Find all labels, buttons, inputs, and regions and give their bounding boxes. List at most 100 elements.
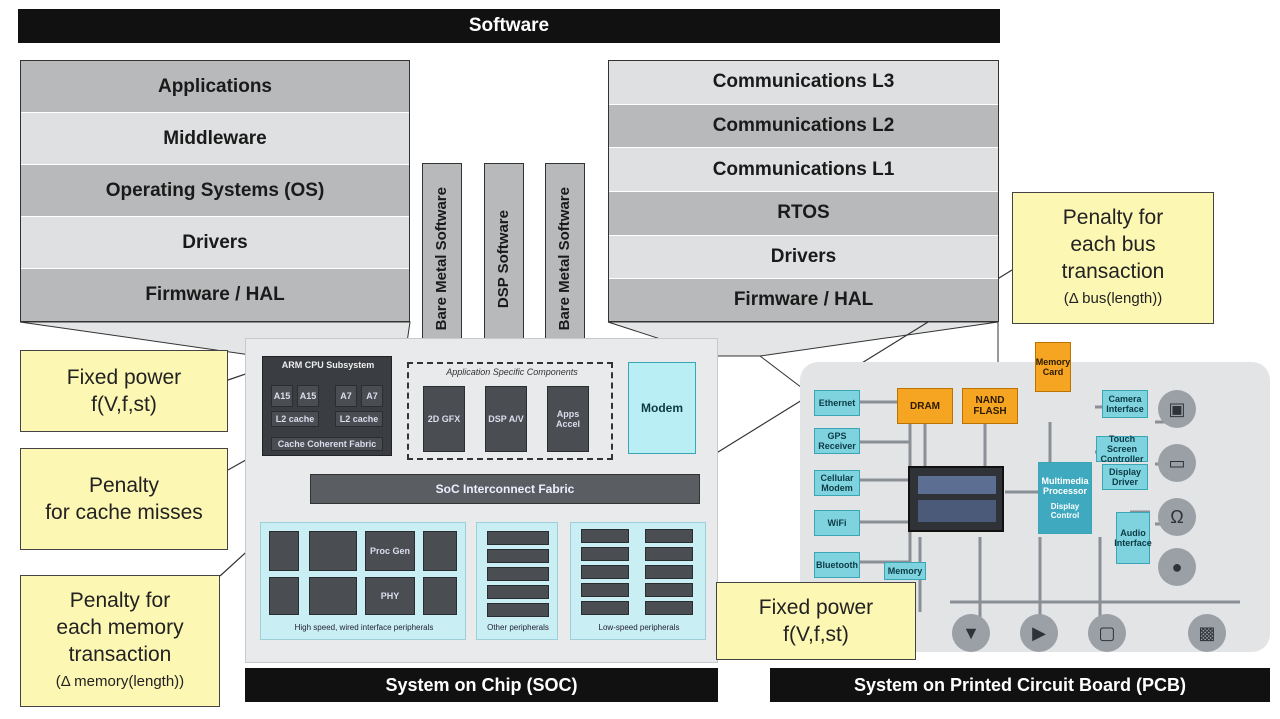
low-speed-peripherals: Low-speed peripherals	[570, 522, 706, 640]
ls-block-5	[581, 601, 629, 615]
other-block-1	[487, 531, 549, 545]
callout-bus-transaction: Penalty for each bus transaction (Δ bus(…	[1012, 192, 1214, 324]
ls-block-1	[581, 529, 629, 543]
software-banner: Software	[18, 9, 1000, 43]
ls-block-10	[645, 601, 693, 615]
layer-operating-systems: Operating Systems (OS)	[21, 165, 409, 217]
soc-banner-label: System on Chip (SOC)	[385, 674, 578, 695]
video-camera-icon: ▶	[1020, 614, 1058, 652]
callout-bus-line3: transaction	[1061, 260, 1165, 283]
cpu-core-a7-1: A7	[335, 385, 357, 407]
software-banner-label: Software	[468, 15, 550, 36]
pcb-bluetooth: Bluetooth	[814, 552, 860, 578]
callout-memory-line1: Penalty for	[69, 589, 171, 612]
callout-fixed-power-periph-title: Fixed power	[758, 596, 874, 619]
pcb-soc-die-2	[918, 500, 996, 522]
high-speed-peripherals: Proc Gen PHY High speed, wired interface…	[260, 522, 466, 640]
dsp-software-column: DSP Software	[484, 163, 524, 355]
ls-block-8	[645, 565, 693, 579]
ls-block-4	[581, 583, 629, 597]
callout-fixed-power-cpu-title: Fixed power	[66, 366, 182, 389]
left-software-stack: Applications Middleware Operating System…	[20, 60, 410, 322]
callout-fixed-power-cpu-formula: f(V,f,st)	[91, 393, 157, 416]
ls-block-9	[645, 583, 693, 597]
hs-block-phy: PHY	[365, 577, 415, 615]
bare-metal-software-label-2: Bare Metal Software	[556, 187, 573, 331]
ls-block-6	[645, 529, 693, 543]
pcb-ethernet: Ethernet	[814, 390, 860, 416]
layer-middleware: Middleware	[21, 113, 409, 165]
display-control-label: Display Control	[1050, 502, 1080, 520]
modem-block: Modem	[628, 362, 696, 454]
other-peripherals: Other peripherals	[476, 522, 558, 640]
multimedia-processor-label: Multimedia Processor	[1041, 476, 1089, 496]
callout-memory-line2: each memory	[56, 616, 184, 639]
hs-block-6	[309, 577, 357, 615]
cpu-core-a15-2: A15	[297, 385, 319, 407]
pcb-display-driver: Display Driver	[1102, 464, 1148, 490]
hs-block-4	[423, 531, 457, 571]
laptop-icon: ▩	[1188, 614, 1226, 652]
dsp-software-label: DSP Software	[495, 209, 512, 309]
layer-firmware-hal-right: Firmware / HAL	[609, 279, 998, 322]
callout-cache-misses: Penalty for cache misses	[20, 448, 228, 550]
headphones-icon: Ω	[1158, 498, 1196, 536]
nand-flash-block: NAND FLASH	[962, 388, 1018, 424]
asc-title: Application Specific Components	[446, 367, 578, 377]
joystick-icon: ▼	[952, 614, 990, 652]
callout-memory-delta: (Δ memory(length))	[55, 673, 185, 690]
microphone-icon: ●	[1158, 548, 1196, 586]
bare-metal-software-column-1: Bare Metal Software	[422, 163, 462, 355]
asc-apps-accel: Apps Accel	[547, 386, 589, 452]
other-block-5	[487, 603, 549, 617]
cpu-subsystem: ARM CPU Subsystem A15 A15 A7 A7 L2 cache…	[262, 356, 392, 456]
callout-fixed-power-cpu: Fixed power f(V,f,st)	[20, 350, 228, 432]
pcb-gps-receiver: GPS Receiver	[814, 428, 860, 454]
callout-memory-transaction: Penalty for each memory transaction (Δ m…	[20, 575, 220, 707]
asc-dsp-av: DSP A/V	[485, 386, 527, 452]
layer-communications-l2: Communications L2	[609, 104, 998, 149]
application-specific-components: Application Specific Components 2D GFX D…	[407, 362, 613, 460]
callout-cache-misses-line2: for cache misses	[45, 501, 203, 524]
hs-block-1	[269, 531, 299, 571]
pcb-cellular-modem: Cellular Modem	[814, 470, 860, 496]
cache-coherent-fabric: Cache Coherent Fabric	[271, 437, 383, 451]
other-block-2	[487, 549, 549, 563]
monitor-icon: ▢	[1088, 614, 1126, 652]
other-peripherals-label: Other peripherals	[487, 623, 549, 632]
camera-icon: ▣	[1158, 390, 1196, 428]
soc-banner: System on Chip (SOC)	[245, 668, 718, 702]
pcb-audio-interface: Audio Interface	[1114, 512, 1152, 564]
ls-block-3	[581, 565, 629, 579]
callout-bus-line1: Penalty for	[1062, 206, 1164, 229]
hs-block-3: Proc Gen	[365, 531, 415, 571]
l2-cache-1: L2 cache	[271, 411, 319, 427]
layer-drivers-right: Drivers	[609, 235, 998, 280]
pcb-soc-die-1	[918, 476, 996, 494]
memory-card-block: Memory Card	[1035, 342, 1071, 392]
low-speed-peripherals-label: Low-speed peripherals	[598, 623, 680, 632]
callout-bus-delta: (Δ bus(length))	[1063, 290, 1163, 307]
asc-2d-gfx: 2D GFX	[423, 386, 465, 452]
pcb-camera-interface: Camera Interface	[1102, 390, 1148, 418]
callout-cache-misses-line1: Penalty	[88, 474, 160, 497]
ls-block-2	[581, 547, 629, 561]
pcb-banner: System on Printed Circuit Board (PCB)	[770, 668, 1270, 702]
bare-metal-software-column-2: Bare Metal Software	[545, 163, 585, 355]
layer-rtos: RTOS	[609, 192, 998, 236]
hs-block-2	[309, 531, 357, 571]
layer-communications-l1: Communications L1	[609, 148, 998, 193]
other-block-4	[487, 585, 549, 599]
callout-fixed-power-peripherals: Fixed power f(V,f,st)	[716, 582, 916, 660]
ls-block-7	[645, 547, 693, 561]
display-icon: ▭	[1158, 444, 1196, 482]
soc-interconnect-fabric: SoC Interconnect Fabric	[310, 474, 700, 504]
interconnect-label: SoC Interconnect Fabric	[435, 482, 575, 496]
pcb-soc-chip	[908, 466, 1004, 532]
hs-block-8	[423, 577, 457, 615]
callout-fixed-power-periph-formula: f(V,f,st)	[783, 623, 849, 646]
right-software-stack: Communications L3 Communications L2 Comm…	[608, 60, 999, 322]
pcb-touch-screen-controller: Touch Screen Controller	[1096, 434, 1148, 464]
bare-metal-software-label-1: Bare Metal Software	[433, 187, 450, 331]
pcb-memory: Memory	[884, 562, 926, 580]
